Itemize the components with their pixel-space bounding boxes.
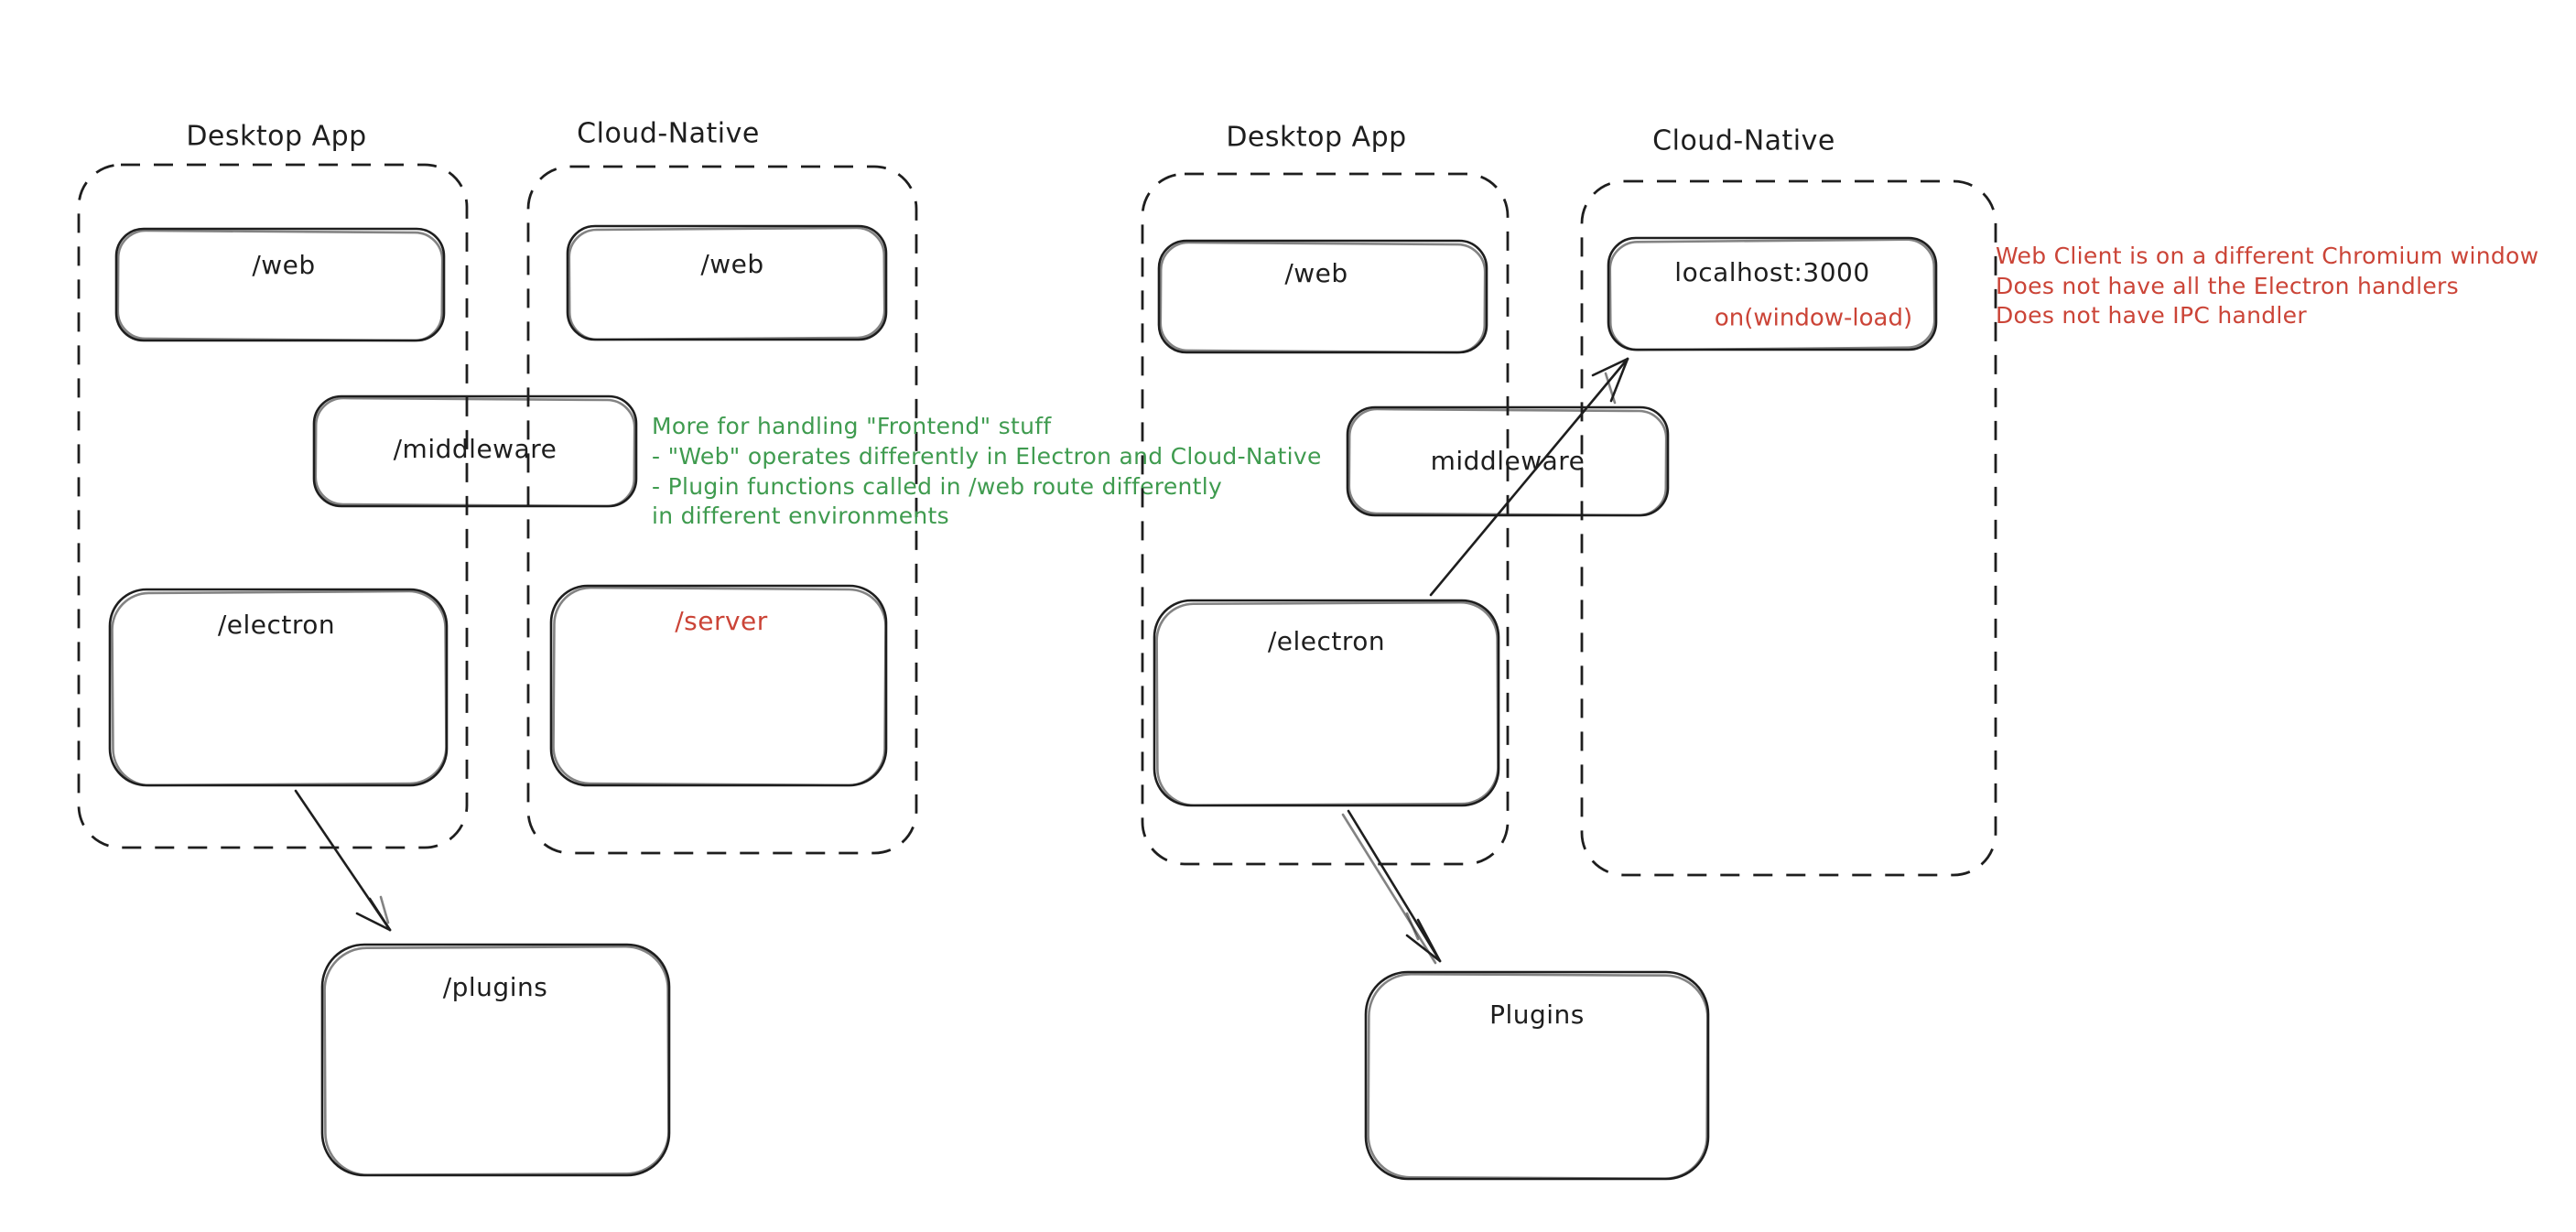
left-web-desktop-box: /web [114, 227, 446, 342]
left-cloud-group-container [526, 165, 918, 855]
green-note-line-4: in different environments [652, 503, 949, 529]
red-note-line-2: Does not have all the Electron handlers [1996, 273, 2459, 299]
left-server-box: /server [549, 584, 888, 787]
green-note-line-1: More for handling "Frontend" stuff [652, 413, 1052, 439]
green-note: More for handling "Frontend" stuff - "We… [652, 413, 1322, 529]
right-middleware-label: middleware [1431, 446, 1586, 476]
right-window-load-label: on(window-load) [1715, 305, 1912, 332]
right-electron-to-plugins-arrow [1341, 809, 1442, 965]
right-cloud-group-container [1580, 179, 1997, 877]
left-web-cloud-box: /web [566, 224, 888, 341]
left-server-label: /server [675, 606, 768, 636]
right-localhost-label: localhost:3000 [1674, 257, 1869, 287]
red-note-line-1: Web Client is on a different Chromium wi… [1996, 243, 2538, 269]
right-electron-label: /electron [1268, 626, 1385, 656]
right-cloud-group-title: Cloud-Native [1652, 125, 1835, 157]
left-electron-box: /electron [108, 588, 449, 787]
left-web-cloud-label: /web [700, 249, 763, 279]
left-web-desktop-label: /web [252, 250, 315, 280]
right-web-box: /web [1157, 239, 1488, 354]
right-electron-box: /electron [1153, 599, 1500, 807]
right-electron-to-localhost-arrow [1429, 357, 1629, 597]
left-cloud-group-title: Cloud-Native [577, 118, 760, 150]
green-note-line-2: - "Web" operates differently in Electron… [652, 443, 1322, 470]
right-localhost-box: localhost:3000 on(window-load) [1607, 236, 1938, 351]
red-note-line-3: Does not have IPC handler [1996, 302, 2307, 329]
left-middleware-box: /middleware [312, 394, 638, 508]
red-note: Web Client is on a different Chromium wi… [1996, 243, 2538, 329]
green-note-line-3: - Plugin functions called in /web route … [652, 473, 1222, 500]
left-middleware-label: /middleware [394, 434, 557, 464]
right-desktop-group-container [1141, 172, 1510, 866]
right-web-label: /web [1284, 258, 1348, 288]
right-plugins-label: Plugins [1489, 1000, 1585, 1030]
right-plugins-box: Plugins [1364, 970, 1710, 1181]
right-desktop-group-title: Desktop App [1226, 122, 1406, 154]
left-desktop-group-title: Desktop App [186, 121, 366, 153]
left-electron-label: /electron [218, 610, 335, 640]
left-electron-to-plugins-arrow [294, 789, 392, 932]
left-plugins-label: /plugins [443, 972, 548, 1002]
left-plugins-box: /plugins [320, 943, 671, 1177]
right-middleware-box: middleware [1346, 405, 1670, 517]
